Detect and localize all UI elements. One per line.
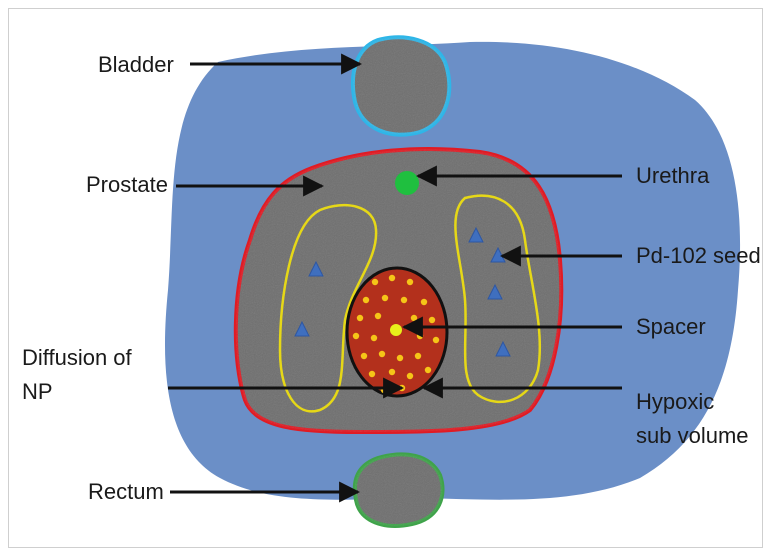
rectum (355, 454, 443, 526)
label-prostate: Prostate (86, 171, 168, 199)
label-pd-102-seed: Pd-102 seed (636, 242, 761, 270)
spacer-dot (390, 324, 402, 336)
label-hypoxic-line1: Hypoxic (636, 388, 714, 416)
label-bladder: Bladder (98, 51, 174, 79)
urethra-dot (395, 171, 419, 195)
label-hypoxic-line2: sub volume (636, 422, 749, 450)
bladder (353, 37, 449, 134)
label-diffusion-line1: Diffusion of (22, 344, 132, 372)
label-urethra: Urethra (636, 162, 709, 190)
label-diffusion-line2: NP (22, 378, 53, 406)
label-rectum: Rectum (88, 478, 164, 506)
label-spacer: Spacer (636, 313, 706, 341)
